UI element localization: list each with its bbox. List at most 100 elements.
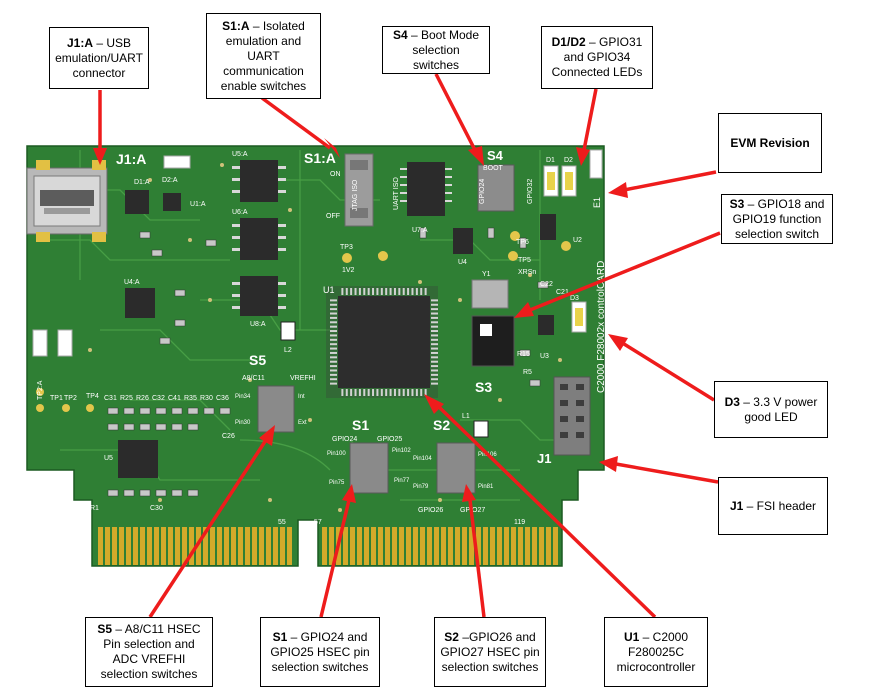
test-points [36, 231, 571, 412]
mcu-pin [367, 288, 370, 295]
silk-tp6: TP6 [516, 239, 529, 246]
silk-u1: U1 [323, 285, 335, 295]
callout-j1: J1 – FSI header [718, 477, 828, 535]
silk-s4: S4 [487, 148, 504, 163]
mcu-pin [431, 321, 438, 324]
silk-gpio32: GPIO32 [527, 179, 534, 204]
callout-s5: S5 – A8/C11 HSEC Pin selection and ADC V… [85, 617, 213, 687]
silk-j1a: J1:A [116, 151, 146, 167]
mcu-pin [363, 288, 366, 295]
silk-boot: BOOT [483, 165, 504, 172]
passive-components [107, 227, 549, 497]
mcu-pin [330, 365, 337, 368]
mcu-pin [415, 389, 418, 396]
silk-tp2: TP2 [64, 395, 77, 402]
silk-d1: D1 [546, 157, 555, 164]
callout-arrows [93, 73, 721, 619]
silk-s1-gpio25: GPIO25 [377, 436, 402, 443]
isolator-ics [118, 160, 556, 478]
mcu-pin [431, 316, 438, 319]
mcu-pin [385, 288, 388, 295]
callout-s5-text: – A8/C11 HSEC Pin selection and ADC VREF… [100, 622, 201, 681]
silk-r1: R1 [90, 505, 99, 512]
callout-d3-text: – 3.3 V power good LED [739, 394, 818, 424]
mcu-pin [407, 389, 410, 396]
mcu-pin [330, 369, 337, 372]
silk-u2: U2 [573, 237, 582, 244]
mcu-pin [402, 389, 405, 396]
callout-u1-key: U1 [623, 629, 640, 644]
silk-c32: C32 [152, 395, 165, 402]
silk-s2-gpio26: GPIO26 [418, 507, 443, 514]
silk-y1: Y1 [482, 271, 491, 278]
mcu-pin [431, 382, 438, 385]
silk-u7a: U7:A [412, 227, 428, 234]
mcu-pin [372, 389, 375, 396]
silk-r25: R25 [120, 395, 133, 402]
silk-tp3: TP3 [340, 244, 353, 251]
silk-c21: C21 [556, 289, 569, 296]
callout-s4-text: – Boot Mode selection switches [407, 27, 480, 72]
mcu-pin [431, 351, 438, 354]
silk-ext: Ext [298, 420, 307, 426]
silk-d1a: D1:A [134, 179, 150, 186]
mcu-pin [367, 389, 370, 396]
mcu-pin [431, 303, 438, 306]
mcu-pin [330, 334, 337, 337]
mcu-pin [431, 330, 438, 333]
callout-s1a: S1:A – Isolated emulation and UART commu… [206, 13, 321, 99]
mcu-pin [330, 325, 337, 328]
silk-55: 55 [278, 519, 286, 526]
silk-c26: C26 [222, 433, 235, 440]
mcu-pin [350, 389, 353, 396]
callout-s3: S3 – GPIO18 and GPIO19 function selectio… [721, 194, 833, 244]
mcu-pin [358, 288, 361, 295]
callout-s1-key: S1 [272, 629, 288, 644]
mcu-pin [372, 288, 375, 295]
mcu-pin [431, 338, 438, 341]
silk-tp2a: TP2:A [37, 380, 44, 400]
edge-connector-right [322, 527, 558, 565]
silk-pin75: Pin75 [329, 480, 345, 486]
silk-pin102: Pin102 [392, 448, 411, 454]
mcu-pin [431, 312, 438, 315]
silk-57: 57 [314, 519, 322, 526]
mcu-pin [431, 347, 438, 350]
callout-j1a: J1:A – USB emulation/UART connector [49, 27, 149, 89]
silk-gpio24: GPIO24 [479, 179, 486, 204]
callout-s5-key: S5 [97, 622, 113, 636]
mcu-pin [330, 338, 337, 341]
callout-u1: U1 – C2000 F280025C microcontroller [604, 617, 708, 687]
silk-u1a: U1:A [190, 201, 206, 208]
silk-119: 119 [514, 519, 525, 526]
silk-d2: D2 [564, 157, 573, 164]
silk-u4a: U4:A [124, 279, 140, 286]
silk-c30: C30 [150, 505, 163, 512]
silkscreen-labels: J1:A S1:A S4 BOOT D1 D2 ON OFF U1 U1:A U… [37, 148, 607, 526]
silk-jtag: JTAG ISO [352, 179, 359, 211]
mcu-pin [330, 308, 337, 311]
mcu-pin [380, 389, 383, 396]
s3-switch [471, 315, 515, 367]
inductors [280, 321, 489, 438]
mcu-pin [358, 389, 361, 396]
silk-xrsn: XRSn [518, 269, 536, 276]
mcu-pin [330, 343, 337, 346]
silk-r15: R15 [517, 351, 530, 358]
callout-s1a-key: S1:A [222, 18, 250, 33]
silk-c31: C31 [104, 395, 117, 402]
callout-s2: S2 –GPIO26 and GPIO27 HSEC pin selection… [434, 617, 546, 687]
mcu-pin [393, 389, 396, 396]
callout-d1d2-text: – GPIO31 and GPIO34 Connected LEDs [551, 35, 643, 79]
mcu-pin [330, 360, 337, 363]
mcu-pin [420, 389, 423, 396]
mcu-pin [330, 321, 337, 324]
silk-pin104: Pin104 [413, 456, 432, 462]
callout-s4: S4 – Boot Mode selection switches [382, 26, 490, 74]
mcu-pin [380, 288, 383, 295]
callout-j1a-text: – USB emulation/UART connector [55, 35, 143, 80]
ic-pins [232, 166, 452, 309]
s5-switch [257, 385, 295, 433]
silk-uart: UART ISO [393, 177, 400, 210]
mcu-pin [431, 343, 438, 346]
